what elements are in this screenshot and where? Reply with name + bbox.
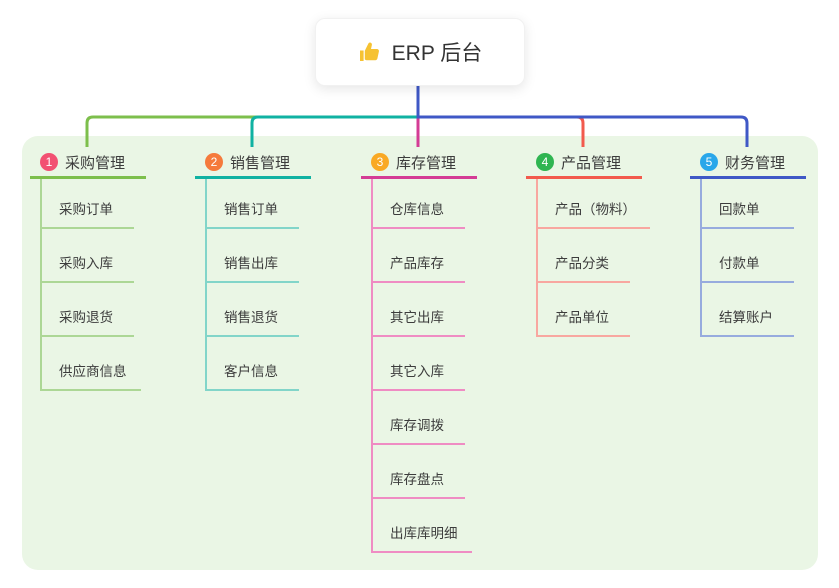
branch-items: 回款单付款单结算账户 [700,179,806,337]
mindmap-item-label: 库存调拨 [390,418,444,433]
branch-title[interactable]: 1 采购管理 [30,148,146,179]
branch-title[interactable]: 3 库存管理 [361,148,477,179]
branch-title[interactable]: 5 财务管理 [690,148,806,179]
mindmap-item-label: 付款单 [719,256,760,271]
branch-label: 产品管理 [561,154,622,172]
mindmap-item-label: 结算账户 [719,310,773,325]
mindmap-item[interactable]: 库存调拨 [373,391,465,445]
mindmap-item[interactable]: 库存盘点 [373,445,465,499]
mindmap-item[interactable]: 销售订单 [207,179,299,229]
mindmap-item-label: 其它入库 [390,364,444,379]
mindmap-item[interactable]: 采购订单 [42,179,134,229]
branch-label: 采购管理 [65,154,126,172]
mindmap-branch: 2 销售管理 销售订单销售出库销售退货客户信息 [195,148,311,391]
mindmap-item-label: 仓库信息 [390,202,444,217]
mindmap-item-label: 库存盘点 [390,472,444,487]
branch-number-badge: 2 [205,153,223,171]
mindmap-item[interactable]: 产品分类 [538,229,630,283]
mindmap-item[interactable]: 销售出库 [207,229,299,283]
thumbs-up-icon [358,40,382,64]
mindmap-item[interactable]: 采购入库 [42,229,134,283]
branch-label: 库存管理 [396,154,457,172]
branch-title[interactable]: 2 销售管理 [195,148,311,179]
branch-items: 仓库信息产品库存其它出库其它入库库存调拨库存盘点出库库明细 [371,179,477,553]
mindmap-item[interactable]: 产品（物料） [538,179,650,229]
mindmap-item-label: 出库库明细 [390,526,458,541]
mindmap-item-label: 产品（物料） [555,202,636,217]
mindmap-branch: 3 库存管理 仓库信息产品库存其它出库其它入库库存调拨库存盘点出库库明细 [361,148,477,553]
mindmap-item-label: 销售退货 [224,310,278,325]
mindmap-item[interactable]: 出库库明细 [373,499,472,553]
mindmap-item-label: 采购入库 [59,256,113,271]
mindmap-item[interactable]: 其它出库 [373,283,465,337]
mindmap-item[interactable]: 采购退货 [42,283,134,337]
mindmap-item[interactable]: 其它入库 [373,337,465,391]
mindmap-item[interactable]: 仓库信息 [373,179,465,229]
mindmap-item-label: 回款单 [719,202,760,217]
mindmap-item[interactable]: 客户信息 [207,337,299,391]
root-label: ERP 后台 [391,42,483,65]
branch-title[interactable]: 4 产品管理 [526,148,642,179]
mindmap-item[interactable]: 付款单 [702,229,794,283]
root-node[interactable]: ERP 后台 [315,18,525,86]
branch-number-badge: 3 [371,153,389,171]
mindmap-item-label: 采购退货 [59,310,113,325]
mindmap-item[interactable]: 销售退货 [207,283,299,337]
mindmap-item[interactable]: 供应商信息 [42,337,141,391]
mindmap-branch: 1 采购管理 采购订单采购入库采购退货供应商信息 [30,148,146,391]
mindmap-item-label: 其它出库 [390,310,444,325]
mindmap-item-label: 产品库存 [390,256,444,271]
branch-items: 采购订单采购入库采购退货供应商信息 [40,179,146,391]
mindmap-item[interactable]: 结算账户 [702,283,794,337]
mindmap-item-label: 供应商信息 [59,364,127,379]
mindmap-item-label: 产品单位 [555,310,609,325]
branch-label: 销售管理 [230,154,291,172]
branch-label: 财务管理 [725,154,786,172]
mindmap-branch: 5 财务管理 回款单付款单结算账户 [690,148,806,337]
branch-number-badge: 4 [536,153,554,171]
mindmap-item[interactable]: 产品库存 [373,229,465,283]
mindmap-item-label: 采购订单 [59,202,113,217]
mindmap-item[interactable]: 回款单 [702,179,794,229]
branch-items: 产品（物料） 产品分类产品单位 [536,179,650,337]
branch-number-badge: 5 [700,153,718,171]
mindmap-item[interactable]: 产品单位 [538,283,630,337]
mindmap-item-label: 产品分类 [555,256,609,271]
mindmap-item-label: 销售出库 [224,256,278,271]
branch-number-badge: 1 [40,153,58,171]
mindmap-item-label: 销售订单 [224,202,278,217]
mindmap-branch: 4 产品管理 产品（物料） 产品分类产品单位 [526,148,650,337]
branch-items: 销售订单销售出库销售退货客户信息 [205,179,311,391]
mindmap-item-label: 客户信息 [224,364,278,379]
